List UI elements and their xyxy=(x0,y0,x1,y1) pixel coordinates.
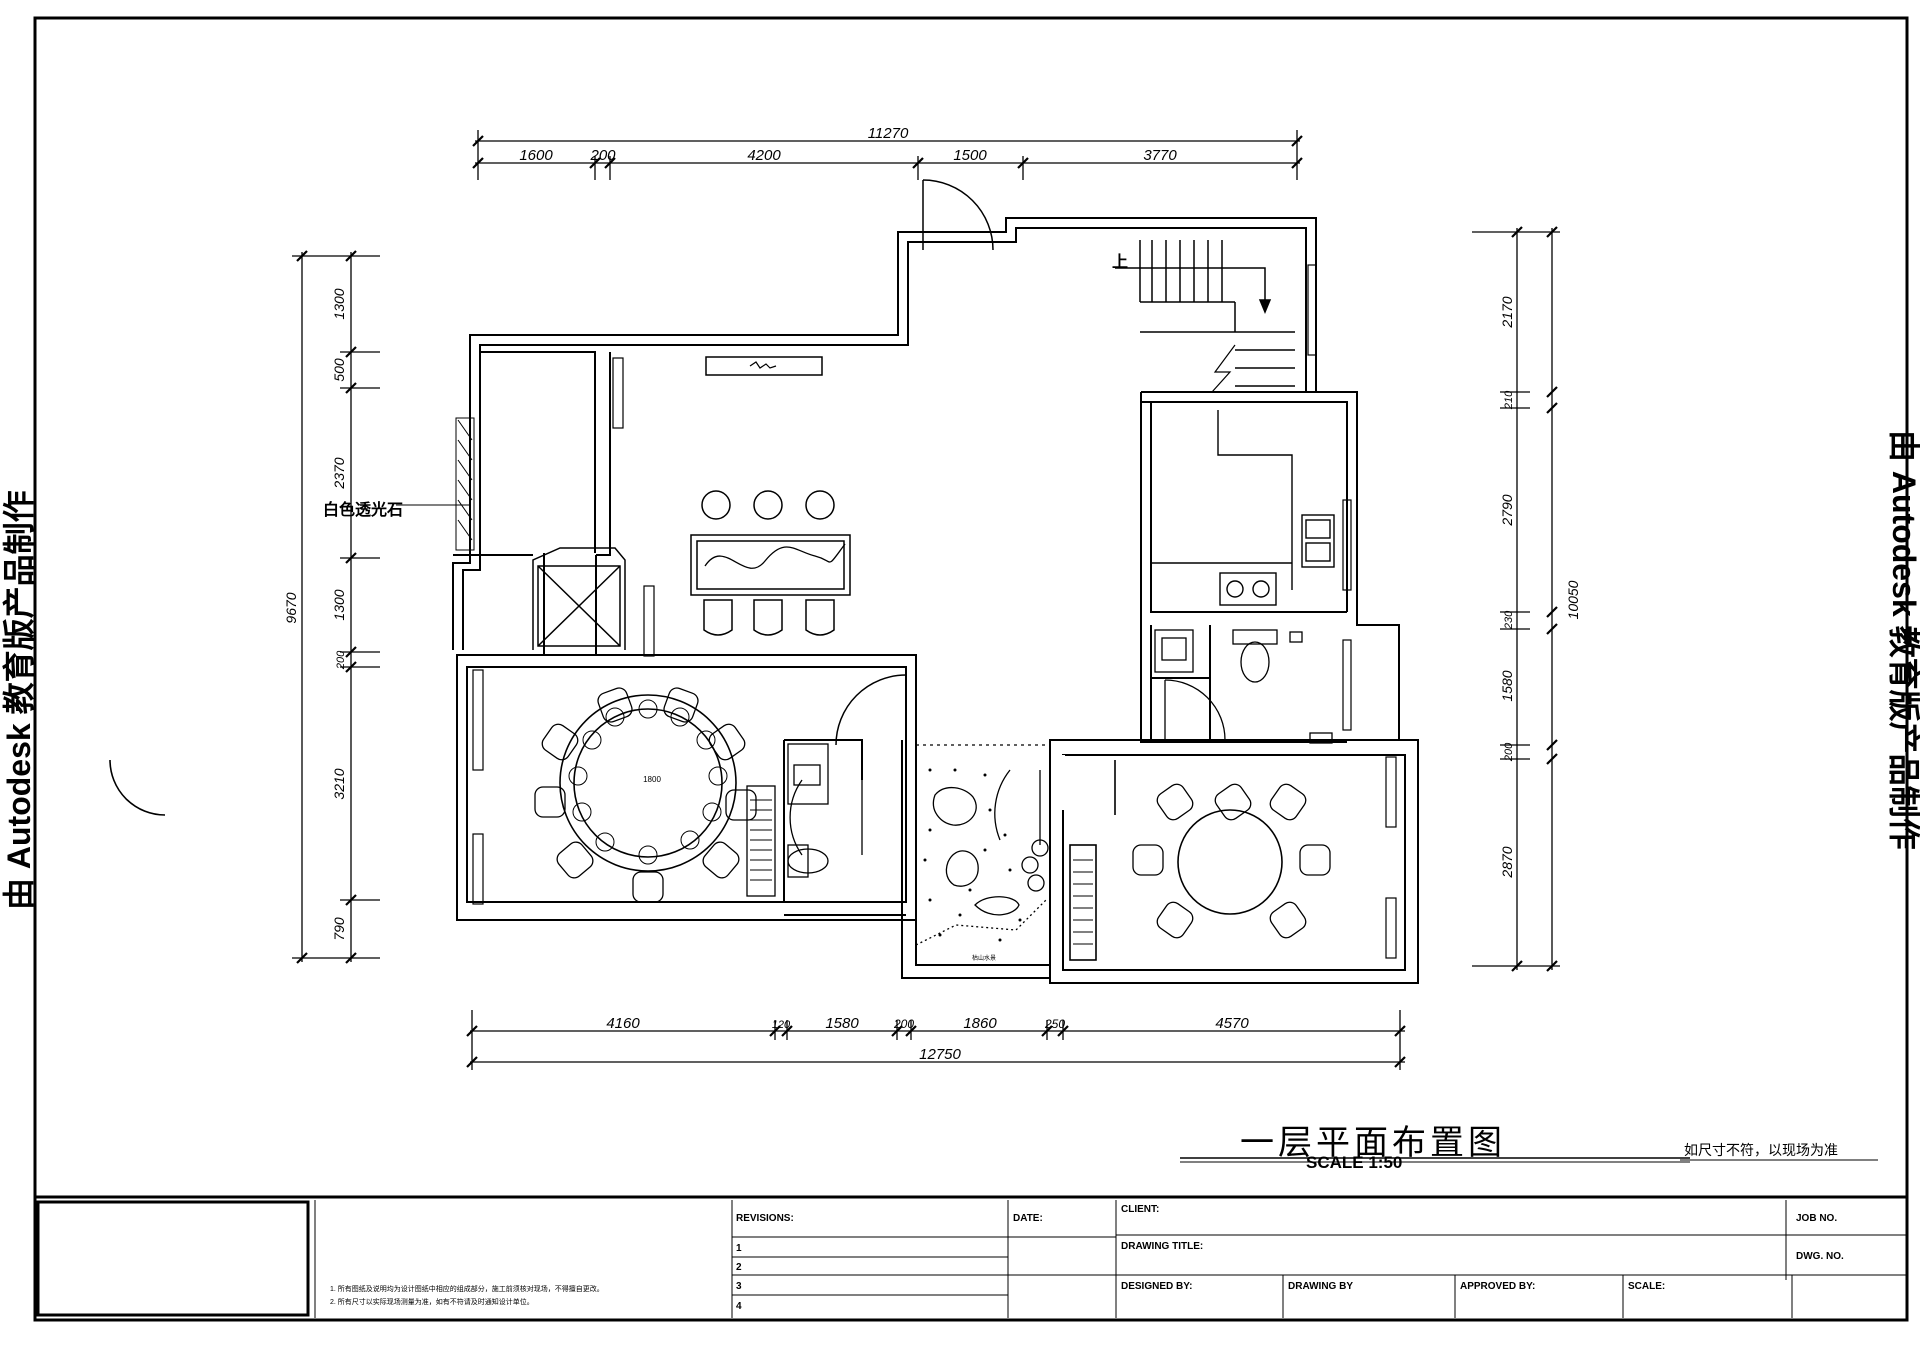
watermark-right: 由 Autodesk 教育版产品制作 xyxy=(1886,430,1920,850)
dimension-ticks xyxy=(296,135,1558,1068)
dim-top-4: 1500 xyxy=(953,147,987,164)
client-label: CLIENT: xyxy=(1121,1204,1159,1215)
dim-bottom-4: 200 xyxy=(893,1017,914,1031)
dim-left-4: 1300 xyxy=(331,589,347,620)
dim-right-4: 230 xyxy=(1503,610,1515,630)
dim-top-3: 4200 xyxy=(747,147,781,164)
dim-top-1: 1600 xyxy=(519,147,553,164)
plan-scale: SCALE 1:50 xyxy=(1306,1153,1402,1172)
round-dining-table xyxy=(534,687,757,903)
wall-hatching xyxy=(472,264,1397,959)
revisions-label: REVISIONS: xyxy=(736,1213,794,1224)
elevator-shaft xyxy=(532,547,626,650)
dwg-no-label: DWG. NO. xyxy=(1796,1251,1844,1262)
walls xyxy=(452,217,1419,984)
dim-bottom-6: 250 xyxy=(1044,1017,1065,1031)
note-2: 2. 所有尺寸以实际现场测量为准，如有不符请及时通知设计单位。 xyxy=(330,1297,534,1306)
dim-right-6: 200 xyxy=(1503,742,1515,762)
bar-counter xyxy=(690,490,851,636)
courtyard-garden xyxy=(915,744,1050,946)
dim-bottom-7: 4570 xyxy=(1215,1015,1249,1032)
tv-console xyxy=(705,356,823,376)
title-block-grid xyxy=(36,1200,1907,1318)
revision-2: 2 xyxy=(736,1262,742,1273)
dim-right-total: 10050 xyxy=(1565,580,1581,619)
dim-bottom-2: 120 xyxy=(772,1019,791,1031)
scale-label: SCALE: xyxy=(1628,1281,1665,1292)
dim-left-1: 1300 xyxy=(331,288,347,319)
date-label: DATE: xyxy=(1013,1213,1043,1224)
left-window-material xyxy=(396,417,475,551)
bathroom-fixtures-right xyxy=(1154,629,1333,744)
dim-left-total: 9670 xyxy=(283,592,299,623)
dim-bottom-3: 1580 xyxy=(825,1015,859,1032)
drawing-by-label: DRAWING BY xyxy=(1288,1281,1353,1292)
revision-1: 1 xyxy=(736,1243,742,1254)
dim-right-3: 2790 xyxy=(1499,494,1515,526)
revision-3: 3 xyxy=(736,1281,742,1292)
plan-remark: 如尺寸不符，以现场为准 xyxy=(1684,1142,1838,1158)
job-no-label: JOB NO. xyxy=(1796,1213,1837,1224)
material-label: 白色透光石 xyxy=(323,500,403,519)
dim-top-5: 3770 xyxy=(1143,147,1177,164)
dim-bottom-1: 4160 xyxy=(606,1015,640,1032)
dim-right-5: 1580 xyxy=(1499,670,1515,701)
plan-title: 一层平面布置图 xyxy=(1240,1124,1506,1162)
sheet-border xyxy=(33,16,1909,1322)
dim-right-7: 2870 xyxy=(1499,846,1515,878)
approved-by-label: APPROVED BY: xyxy=(1460,1281,1535,1292)
dimension-lines xyxy=(292,130,1560,1070)
dim-left-3: 2370 xyxy=(331,457,347,489)
dim-right-2: 210 xyxy=(1503,390,1515,410)
kitchen-fixtures xyxy=(1151,410,1335,606)
staircase xyxy=(1115,240,1295,393)
dim-bottom-total: 12750 xyxy=(919,1046,961,1063)
drawing-title-label: DRAWING TITLE: xyxy=(1121,1241,1203,1252)
courtyard-label: 枯山水景 xyxy=(972,954,996,962)
dim-left-5: 200 xyxy=(335,650,347,670)
bathroom-fixtures-left xyxy=(746,743,863,897)
dim-right-1: 2170 xyxy=(1499,296,1515,328)
note-1: 1. 所有图纸及说明均为设计图纸中相应的组成部分，施工前须核对现场，不得擅自更改… xyxy=(330,1284,604,1293)
dim-left-7: 790 xyxy=(331,917,347,941)
dim-left-2: 500 xyxy=(331,358,347,382)
dim-top-total: 11270 xyxy=(868,125,909,142)
dim-top-2: 200 xyxy=(589,147,616,164)
dim-left-6: 3210 xyxy=(331,768,347,799)
designed-by-label: DESIGNED BY: xyxy=(1121,1281,1193,1292)
stair-up-label: 上 xyxy=(1112,253,1128,271)
watermark-left: 由 Autodesk 教育版产品制作 xyxy=(1,490,37,910)
dim-bottom-5: 1860 xyxy=(963,1015,997,1032)
dining-door-left xyxy=(835,674,907,746)
round-dining-table-right xyxy=(109,759,1331,961)
table-size-label: 1800 xyxy=(643,775,661,784)
entrance-door xyxy=(922,179,994,251)
revision-4: 4 xyxy=(736,1301,742,1312)
